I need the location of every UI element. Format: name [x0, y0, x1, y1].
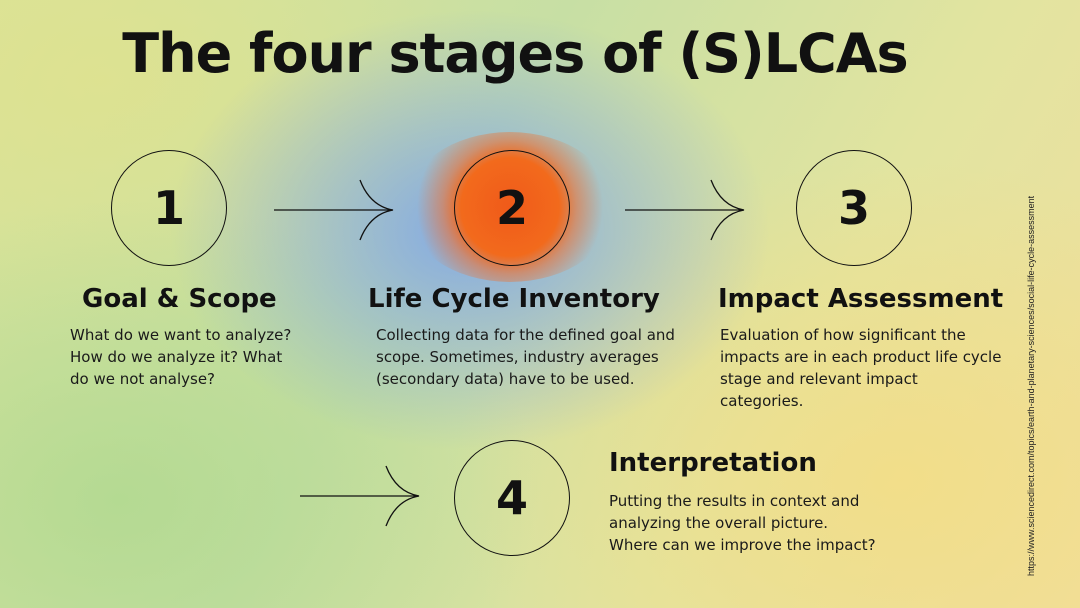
stage-1-title: Goal & Scope: [82, 284, 277, 314]
stage-4-title: Interpretation: [609, 448, 817, 478]
stage-2-title: Life Cycle Inventory: [368, 284, 660, 314]
arrow-1-to-2: [274, 179, 394, 241]
page-title: The four stages of (S)LCAs: [122, 22, 908, 85]
stage-1-circle: 1: [111, 150, 227, 266]
stage-3-description: Evaluation of how significant the impact…: [720, 326, 1002, 410]
stage-1-description: What do we want to analyze? How do we an…: [70, 326, 292, 388]
stage-2-circle: 2: [454, 150, 570, 266]
arrow-2-to-3: [625, 179, 745, 241]
stage-2-description: Collecting data for the defined goal and…: [376, 326, 675, 388]
stage-4-number: 4: [495, 471, 528, 525]
stage-4-circle: 4: [454, 440, 570, 556]
stage-2-number: 2: [495, 181, 528, 235]
stage-3-circle: 3: [796, 150, 912, 266]
stage-4-description: Putting the results in context and analy…: [609, 492, 876, 554]
stage-3-title: Impact Assessment: [718, 284, 1004, 314]
stage-1-number: 1: [152, 181, 185, 235]
arrow-to-4: [300, 465, 420, 527]
stage-3-number: 3: [837, 181, 870, 235]
source-url: https://www.sciencedirect.com/topics/ear…: [1026, 195, 1036, 576]
